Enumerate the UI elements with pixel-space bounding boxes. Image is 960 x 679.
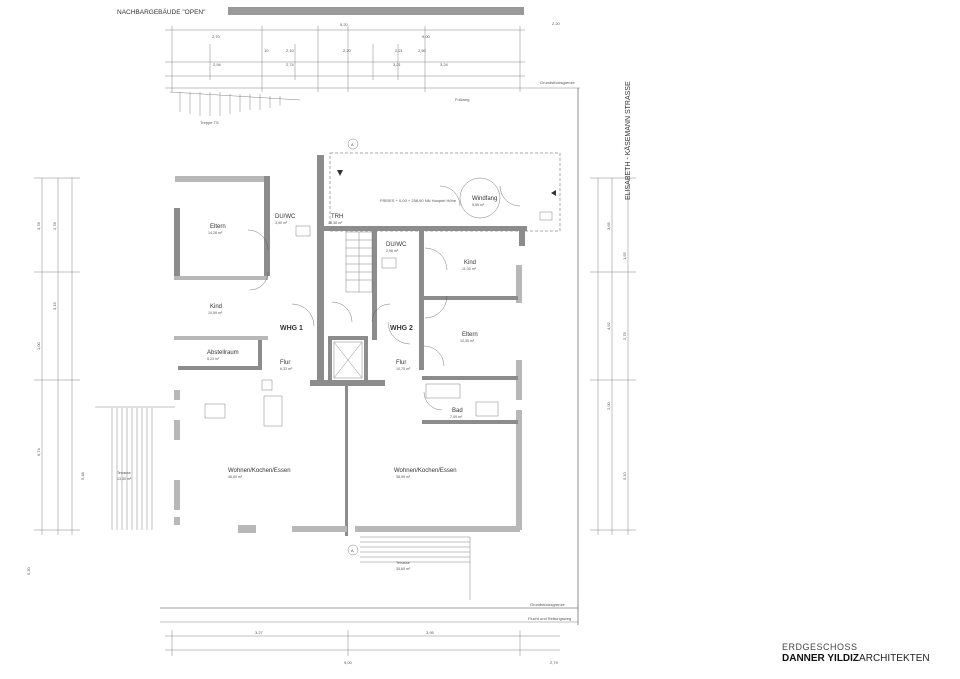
- grundstuecksgrenze-bottom: Grundstücksgrenze: [530, 602, 565, 607]
- dim-top-1: 2,70: [212, 34, 221, 39]
- dim-left-1: 2,78: [52, 221, 57, 230]
- room-area: 5,55 m²: [472, 203, 485, 207]
- room-name: Wohnen/Kochen/Essen: [394, 468, 457, 474]
- dim-bottom-0: 5,30: [26, 566, 31, 575]
- dim-right-3: 2,79: [622, 331, 627, 340]
- unit-label-whg1: WHG 1: [280, 325, 303, 332]
- room-area: 12,30 m²: [460, 339, 475, 343]
- fixtures: [204, 211, 553, 427]
- fussweg-label: Fußweg: [455, 97, 469, 102]
- dim-left-3: 1,00: [36, 341, 41, 350]
- dim-top-2: 10: [264, 48, 269, 53]
- front-steps: [169, 91, 301, 116]
- room-area: 13,30 m²: [117, 477, 132, 481]
- room-name: Wohnen/Kochen/Essen: [228, 468, 291, 474]
- terrace-bottom: [360, 536, 471, 600]
- dim-bottom-2: 3,27: [255, 630, 264, 635]
- right-dimension-chains: 3,65 1,55 4,92 2,79 2,00 5,10: [590, 177, 636, 535]
- dim-right-1: 1,55: [622, 251, 627, 260]
- dim-top-9: 3,24: [440, 62, 449, 67]
- dim-top-5: 2,21: [395, 48, 404, 53]
- entrance-forecourt: [329, 152, 561, 232]
- room-area: 5,23 m²: [207, 357, 220, 361]
- room-area: 18,38 m²: [328, 221, 343, 225]
- bottom-dimension-chains: 5,30 9,00 3,27 3,95 2,79: [26, 566, 560, 665]
- room-area: 3,90 m²: [275, 221, 288, 225]
- room-name: Kind: [464, 260, 476, 266]
- top-dimension-chains: 5,20 2,70 10 2,10 2,20 2,21 2,50 9,00 2,…: [165, 21, 580, 92]
- left-dimension-chains: 3,78 2,78 3,15 1,00 6,74 5,48: [34, 177, 85, 535]
- grundstuecksgrenze-top: Grundstücksgrenze: [540, 80, 575, 85]
- neighbour-building-bar: [228, 7, 524, 15]
- room-name: Windfang: [472, 196, 497, 202]
- terrace-left: [95, 406, 175, 530]
- section-markers: A A: [337, 138, 556, 556]
- unit-label-whg2: WHG 2: [390, 325, 413, 332]
- room-area: 10,75 m²: [396, 367, 411, 371]
- room-name: Bad: [452, 408, 463, 414]
- street-label: ELISABETH - KÄSEMANN STRASSE: [624, 81, 632, 200]
- room-area: 11,30 m²: [462, 267, 477, 271]
- room-area: 46,60 m²: [228, 475, 243, 479]
- room-name: Eltern: [462, 332, 478, 338]
- room-name: Terrasse: [396, 561, 410, 565]
- dim-top-7: 9,00: [422, 34, 431, 39]
- dim-left-2: 3,15: [52, 301, 57, 310]
- neighbour-building-label: NACHBARGEBÄUDE "OPEN": [117, 8, 206, 16]
- dim-top-4: 2,20: [343, 48, 352, 53]
- title-block: ERDGESCHOSS DANNER YILDIZARCHITEKTEN: [782, 642, 930, 664]
- dim-bottom-3: 3,95: [426, 630, 435, 635]
- room-name: Abstellraum: [207, 350, 239, 356]
- firm-name: DANNER YILDIZARCHITEKTEN: [782, 653, 930, 664]
- room-name: DU/WC: [386, 242, 407, 248]
- firm-name-rest: ARCHITEKTEN: [859, 653, 930, 664]
- dim-left-4: 6,74: [36, 447, 41, 456]
- room-name: Eltern: [210, 224, 226, 230]
- stair-core: [333, 231, 373, 379]
- dim-bottom-1: 9,00: [344, 660, 353, 665]
- dim-right-0: 3,65: [606, 221, 611, 230]
- door-swings: [247, 177, 521, 411]
- svg-text:A: A: [351, 142, 354, 147]
- dim-top-3: 2,10: [286, 48, 295, 53]
- dim-top-0: 5,20: [340, 22, 349, 27]
- room-area: 7,09 m²: [450, 415, 463, 419]
- fluchtweg-label: Flucht und Rettungsweg: [528, 616, 571, 621]
- room-area: 38,99 m²: [396, 475, 411, 479]
- dim-top-6: 2,50: [418, 48, 427, 53]
- treppe-label: Treppe TS: [200, 120, 219, 125]
- firm-name-bold: DANNER YILDIZ: [782, 653, 860, 664]
- dim-top-12: 2,20: [552, 21, 561, 26]
- dim-right-2: 4,92: [606, 321, 611, 330]
- room-area: 10,59 m²: [208, 311, 223, 315]
- dim-top-8: 2,94: [213, 62, 222, 67]
- dim-right-5: 5,10: [622, 471, 627, 480]
- dim-left-5: 5,48: [80, 471, 85, 480]
- room-name: TRH: [331, 214, 343, 220]
- svg-text:A: A: [351, 548, 354, 553]
- room-area: 35,60 m²: [396, 567, 411, 571]
- room-name: Kind: [210, 304, 222, 310]
- room-name: DU/WC: [275, 214, 296, 220]
- room-name: Flur: [280, 360, 290, 366]
- room-area: 2,96 m²: [386, 249, 399, 253]
- dim-top-11: 3,21: [393, 62, 402, 67]
- dim-left-0: 3,78: [36, 221, 41, 230]
- room-name: Flur: [396, 360, 406, 366]
- vorplatz-label: FREIES + 0,00 + 258,90 NN Hauptel Höhe: [380, 198, 457, 203]
- dim-right-4: 2,00: [606, 401, 611, 410]
- walls: [174, 155, 527, 536]
- room-area: 6,33 m²: [280, 367, 293, 371]
- room-area: 14,28 m²: [208, 231, 223, 235]
- sheet-title: ERDGESCHOSS: [782, 642, 858, 652]
- dim-top-10: 2,74: [286, 62, 295, 67]
- room-labels: Eltern 14,28 m² Kind 10,59 m² DU/WC 3,90…: [117, 196, 497, 571]
- room-name: Terrasse: [117, 471, 131, 475]
- dim-bottom-4: 2,79: [550, 660, 559, 665]
